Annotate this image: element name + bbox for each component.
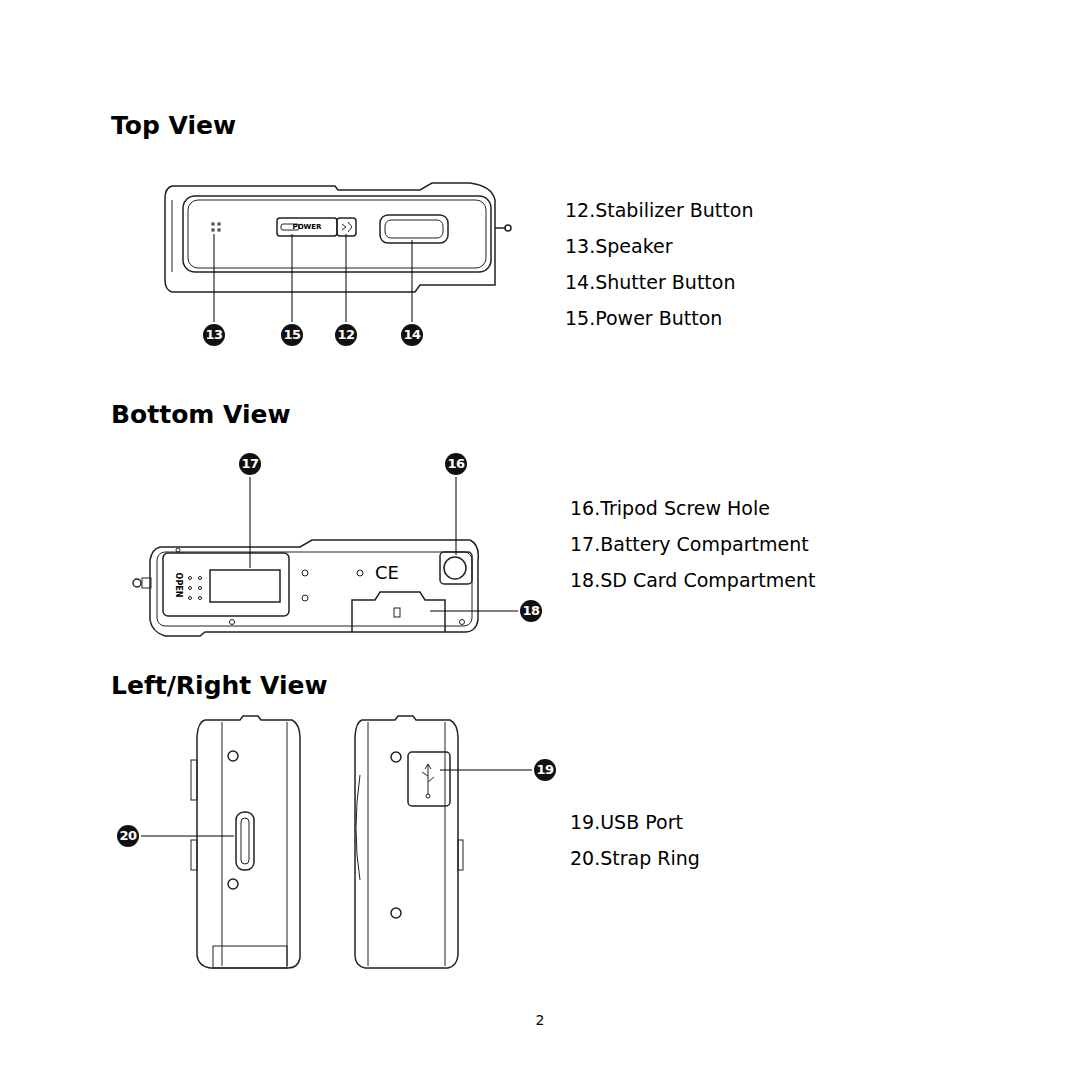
right-view-camera	[355, 716, 532, 968]
section-heading: Bottom View	[111, 400, 291, 430]
part-name: 18.SD Card Compartment	[570, 569, 816, 592]
part-name: 14.Shutter Button	[565, 271, 735, 294]
part-name: 20.Strap Ring	[570, 847, 700, 870]
callout-number: 16	[445, 453, 467, 475]
callout-number: 15	[281, 324, 303, 346]
left-view-camera	[141, 716, 300, 968]
callout-number: 13	[203, 324, 225, 346]
section-heading: Top View	[111, 111, 236, 141]
bottom-view-camera	[133, 477, 518, 636]
callout-number: 20	[117, 825, 139, 847]
callout-number: 12	[335, 324, 357, 346]
part-name: 13.Speaker	[565, 235, 673, 258]
part-name: 17.Battery Compartment	[570, 533, 809, 556]
door-text: OPEN	[173, 573, 183, 598]
part-name: 15.Power Button	[565, 307, 722, 330]
top-view-camera	[165, 183, 511, 322]
button-text: POWER	[293, 223, 322, 231]
part-name: 19.USB Port	[570, 811, 683, 834]
page-number: 2	[536, 1012, 545, 1029]
callout-number: 19	[534, 759, 556, 781]
callout-number: 18	[520, 600, 542, 622]
section-heading: Left/Right View	[111, 671, 328, 701]
callout-number: 14	[401, 324, 423, 346]
part-name: 16.Tripod Screw Hole	[570, 497, 770, 520]
mark-text: CE	[375, 562, 399, 584]
part-name: 12.Stabilizer Button	[565, 199, 753, 222]
callout-number: 17	[239, 453, 261, 475]
